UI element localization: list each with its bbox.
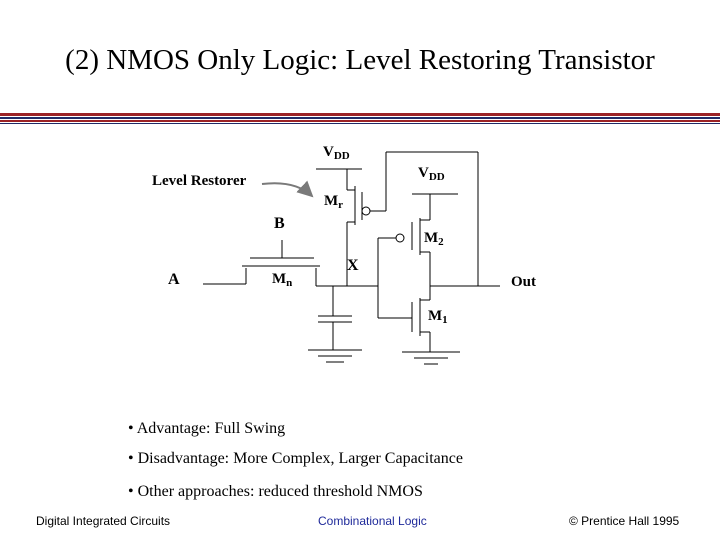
label-m2: M2 bbox=[424, 230, 444, 248]
footer-center: Combinational Logic bbox=[318, 514, 427, 528]
footer-right: © Prentice Hall 1995 bbox=[569, 514, 680, 528]
mr-gate-bubble bbox=[361, 206, 371, 216]
label-m1: M1 bbox=[428, 308, 448, 326]
footer-left: Digital Integrated Circuits bbox=[36, 514, 171, 528]
bullet-disadvantage: • Disadvantage: More Complex, Larger Cap… bbox=[128, 450, 463, 467]
label-out: Out bbox=[511, 274, 536, 290]
m2-gate-bubble bbox=[395, 233, 405, 243]
level-restorer-arrow bbox=[261, 180, 314, 198]
label-vdd-right: VDD bbox=[418, 165, 445, 183]
title-rule-red-1 bbox=[0, 113, 720, 116]
label-mn: Mn bbox=[272, 271, 292, 289]
title-rule-red-2 bbox=[0, 120, 720, 122]
label-a: A bbox=[168, 271, 180, 288]
label-x: X bbox=[347, 257, 359, 274]
slide-title: (2) NMOS Only Logic: Level Restoring Tra… bbox=[65, 44, 655, 76]
bullet-advantage: • Advantage: Full Swing bbox=[128, 420, 286, 437]
label-mr: Mr bbox=[324, 193, 343, 211]
label-b: B bbox=[274, 215, 285, 232]
title-rule-navy-1 bbox=[0, 117, 720, 119]
label-level-restorer: Level Restorer bbox=[152, 173, 247, 189]
title-rule-navy-2 bbox=[0, 123, 720, 124]
label-vdd-left: VDD bbox=[323, 144, 350, 162]
bullet-other-approaches: • Other approaches: reduced threshold NM… bbox=[128, 483, 423, 500]
